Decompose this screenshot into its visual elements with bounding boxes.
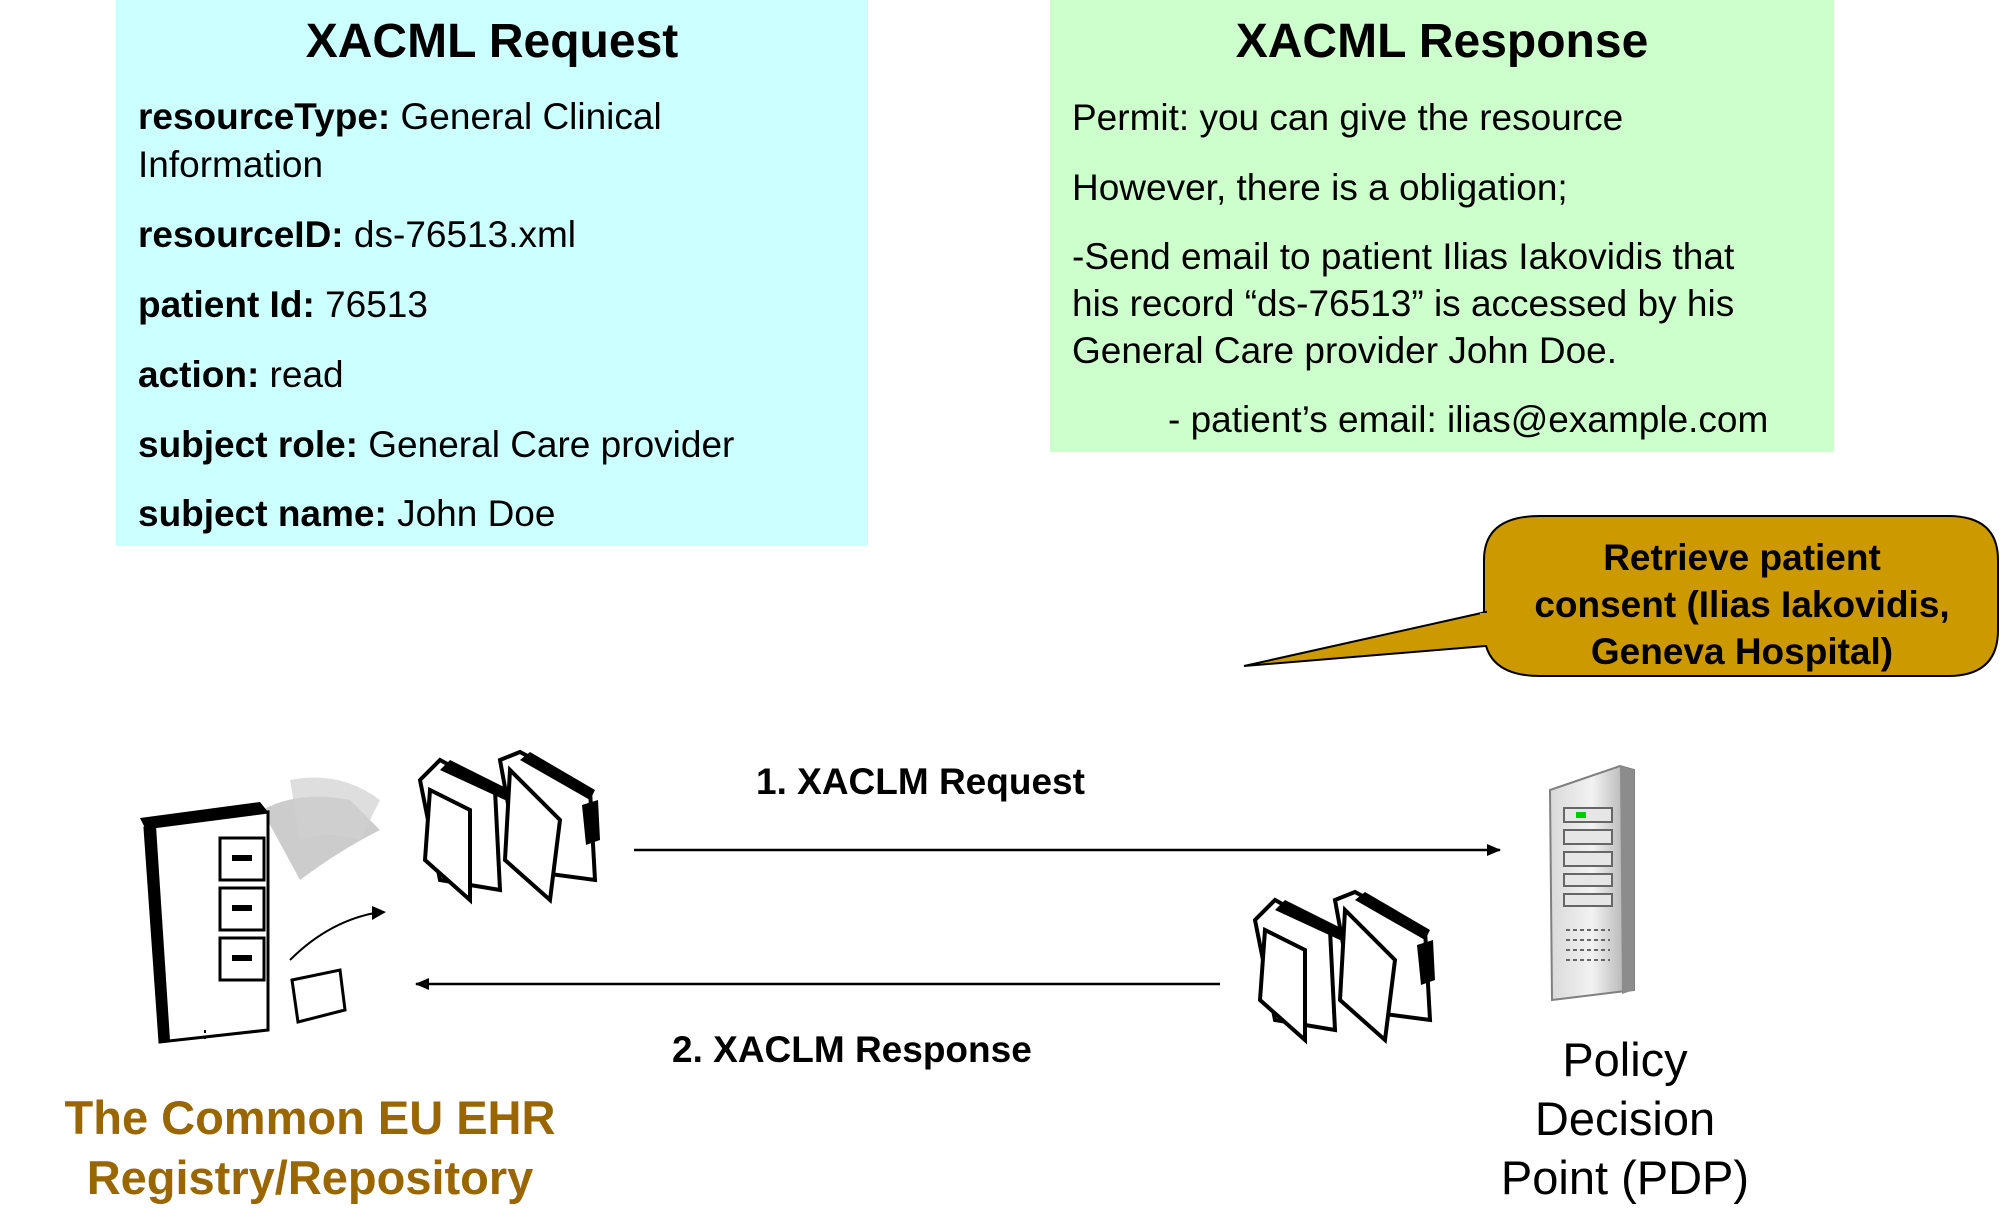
request-field-subject-name: subject name: John Doe	[138, 490, 555, 537]
callout-line: consent (Ilias Iakovidis,	[1534, 584, 1950, 625]
pdp-line: Decision	[1534, 1092, 1716, 1145]
registry-label: The Common EU EHR Registry/Repository	[40, 1088, 580, 1208]
field-value: 76513	[314, 284, 428, 325]
request-field-subject-role: subject role: General Care provider	[138, 421, 734, 468]
pdp-line: Policy	[1562, 1033, 1688, 1086]
request-field-resource-type-cont: Information	[138, 141, 323, 188]
request-field-action: action: read	[138, 351, 344, 398]
filing-cabinet-icon	[140, 777, 386, 1044]
field-label: resourceID:	[138, 214, 344, 255]
field-value: John Doe	[386, 493, 556, 534]
response-arrow-label: 2. XACLM Response	[672, 1029, 1032, 1070]
registry-line: The Common EU EHR	[64, 1091, 556, 1144]
request-field-patient-id: patient Id: 76513	[138, 281, 428, 328]
field-label: action:	[138, 354, 260, 395]
registry-line: Registry/Repository	[86, 1151, 534, 1204]
xacml-request-panel: XACML Request resourceType: General Clin…	[116, 0, 868, 546]
response-line: Permit: you can give the resource	[1072, 97, 1624, 138]
xacml-response-panel: XACML Response Permit: you can give the …	[1050, 0, 1834, 452]
request-field-resource-type: resourceType: General Clinical	[138, 93, 662, 140]
field-label: patient Id:	[138, 284, 315, 325]
request-field-resource-id: resourceID: ds-76513.xml	[138, 211, 576, 258]
field-label: resourceType:	[138, 96, 391, 137]
callout-text: Retrieve patient consent (Ilias Iakovidi…	[1482, 534, 2002, 675]
response-line: However, there is a obligation;	[1072, 167, 1568, 208]
field-value: read	[259, 354, 344, 395]
callout-line: Geneva Hospital)	[1590, 631, 1894, 672]
response-line: General Care provider John Doe.	[1072, 330, 1618, 371]
request-title: XACML Request	[305, 15, 679, 68]
field-value: ds-76513.xml	[343, 214, 577, 255]
request-folders-icon	[417, 749, 600, 905]
field-value: General Care provider	[358, 424, 735, 465]
pdp-line: Point (PDP)	[1500, 1151, 1750, 1204]
request-arrow-label: 1. XACLM Request	[756, 761, 1085, 802]
response-email-line: - patient’s email: ilias@example.com	[1168, 399, 1769, 440]
server-tower-icon	[1548, 764, 1635, 1002]
pdp-label: Policy Decision Point (PDP)	[1460, 1030, 1790, 1207]
field-value: General Clinical	[390, 96, 662, 137]
response-title: XACML Response	[1235, 15, 1649, 68]
response-folders-icon	[1252, 889, 1435, 1045]
field-label: subject name:	[138, 493, 387, 534]
consent-callout	[1243, 515, 1999, 677]
response-line: -Send email to patient Ilias Iakovidis t…	[1072, 236, 1735, 277]
field-label: subject role:	[138, 424, 358, 465]
callout-line: Retrieve patient	[1603, 537, 1881, 578]
response-line: his record “ds-76513” is accessed by his	[1072, 283, 1735, 324]
field-value: Information	[138, 144, 324, 185]
